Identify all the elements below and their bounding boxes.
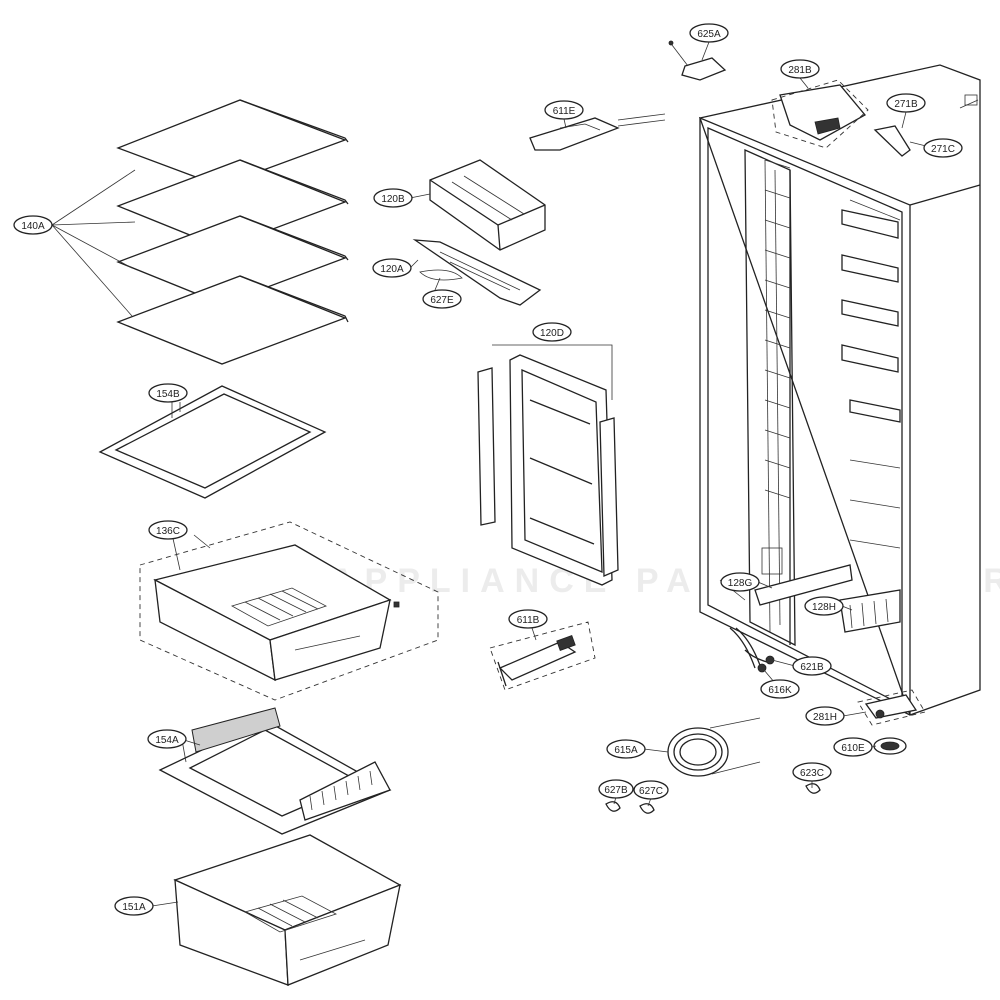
- callout-627b: 627B: [598, 779, 634, 799]
- glass-shelf-1: [116, 99, 349, 187]
- clip-627c: [639, 803, 655, 814]
- callout-271b: 271B: [886, 93, 926, 113]
- callout-625a: 625A: [689, 23, 729, 43]
- callout-text: 271C: [931, 144, 955, 155]
- callout-627e: 627E: [422, 289, 462, 309]
- callout-text: 611B: [517, 615, 540, 626]
- callout-text: 271B: [894, 99, 918, 110]
- callout-120d: 120D: [532, 322, 572, 342]
- glass-shelf-2: [116, 159, 349, 249]
- callout-623c: 623C: [792, 762, 832, 782]
- callout-616k: 616K: [760, 679, 800, 699]
- callout-text: 616K: [768, 685, 792, 696]
- callout-271c: 271C: [923, 138, 963, 158]
- hinge-281h: [857, 689, 926, 726]
- callout-text: 610E: [841, 743, 865, 754]
- callout-text: 128G: [728, 578, 753, 589]
- refrigerator-cabinet: [698, 64, 981, 716]
- crisper-drawer: [139, 521, 439, 701]
- callout-text: 154B: [156, 389, 180, 400]
- light-assembly: [529, 113, 666, 151]
- dispenser-bracket: [412, 239, 542, 306]
- dispenser-module: [429, 159, 546, 251]
- callout-154b: 154B: [148, 383, 188, 403]
- callout-text: 120A: [380, 264, 404, 275]
- callout-text: 154A: [155, 735, 179, 746]
- callout-615a: 615A: [606, 739, 646, 759]
- callout-text: 128H: [812, 602, 836, 613]
- callout-text: 615A: [614, 745, 638, 756]
- shelf-frame: [98, 385, 327, 499]
- callout-text: 281B: [788, 65, 812, 76]
- tubing-615a: [667, 717, 761, 777]
- callout-281b: 281B: [780, 59, 820, 79]
- callout-text: 625A: [697, 29, 721, 40]
- clip-627b: [605, 801, 621, 812]
- callout-611e: 611E: [544, 100, 584, 120]
- callout-text: 627E: [430, 295, 454, 306]
- callout-text: 621B: [800, 662, 824, 673]
- water-filter: [489, 621, 596, 691]
- drawer-cover: [158, 707, 392, 835]
- callout-text: 140A: [21, 221, 45, 232]
- callout-627c: 627C: [633, 780, 669, 800]
- callout-text: 627B: [604, 785, 628, 796]
- glass-shelf-4: [116, 275, 349, 365]
- callout-120a: 120A: [372, 258, 412, 278]
- callout-140a: 140A: [13, 215, 53, 235]
- callout-text: 623C: [800, 768, 824, 779]
- callout-text: 151A: [122, 902, 146, 913]
- callout-120b: 120B: [373, 188, 413, 208]
- callout-151a: 151A: [114, 896, 154, 916]
- water-fittings: [744, 649, 775, 673]
- ring-610e: [873, 737, 907, 755]
- callout-154a: 154A: [147, 729, 187, 749]
- bottom-drawer: [173, 834, 402, 986]
- callout-281h: 281H: [805, 706, 845, 726]
- callout-text: 136C: [156, 526, 180, 537]
- glass-shelf-3: [116, 215, 349, 305]
- callout-text: 611E: [553, 106, 576, 117]
- callout-610e: 610E: [833, 737, 873, 757]
- callout-611b: 611B: [508, 609, 548, 629]
- callout-text: 120D: [540, 328, 564, 339]
- leader-lines: [151, 41, 927, 907]
- glass-shelf-group: [51, 99, 349, 365]
- callout-128g: 128G: [720, 572, 760, 592]
- callout-text: 627C: [639, 786, 663, 797]
- callout-text: 120B: [381, 194, 405, 205]
- callout-136c: 136C: [148, 520, 188, 540]
- callout-621b: 621B: [792, 656, 832, 676]
- callout-128h: 128H: [804, 596, 844, 616]
- callout-text: 281H: [813, 712, 837, 723]
- door-frame-assembly: [477, 344, 619, 586]
- sensor-625a: [668, 40, 727, 81]
- clip-623c: [805, 783, 821, 794]
